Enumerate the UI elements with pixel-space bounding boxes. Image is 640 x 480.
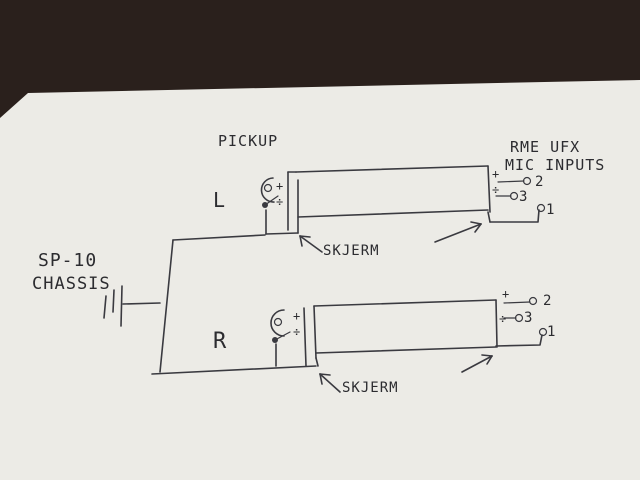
pickup-label: PICKUP — [218, 132, 278, 150]
right-xlr-pin-1: 1 — [547, 324, 556, 340]
paper-sheet — [0, 80, 640, 480]
shield-label-top: SKJERM — [323, 243, 380, 259]
right-cable — [275, 299, 498, 367]
right-cartridge: + ÷ — [270, 309, 301, 343]
left-xlr-input: + ÷ 2 3 1 — [489, 167, 555, 223]
rme-label-line2: MIC INPUTS — [505, 156, 605, 174]
left-xlr-plus: + — [492, 167, 500, 181]
shield-arrow-top — [299, 235, 323, 253]
right-xlr-pin-3: 3 — [524, 310, 533, 326]
chassis-ground-symbol — [103, 285, 161, 327]
chassis-ground-bus — [151, 234, 317, 375]
right-xlr-pin-2: 2 — [543, 293, 552, 309]
left-cartridge-minus: ÷ — [276, 195, 284, 209]
left-cartridge: + ÷ — [260, 177, 284, 209]
left-cable — [265, 165, 491, 235]
xlr-arrow-bottom — [461, 354, 493, 373]
chassis-label-line2: CHASSIS — [32, 274, 111, 294]
left-xlr-pin-2: 2 — [535, 174, 544, 190]
right-channel-label: R — [213, 329, 227, 354]
right-xlr-minus: ÷ — [499, 312, 507, 326]
right-xlr-input: + ÷ 2 3 1 — [495, 287, 556, 347]
left-channel-label: L — [213, 188, 226, 212]
xlr-arrow-top — [434, 221, 482, 243]
right-cartridge-minus: ÷ — [293, 325, 301, 339]
right-cartridge-plus: + — [293, 309, 301, 323]
chassis-label-line1: SP-10 — [38, 250, 97, 271]
left-xlr-pin-1: 1 — [546, 202, 555, 218]
left-cartridge-plus: + — [276, 179, 284, 193]
rme-label-line1: RME UFX — [510, 138, 580, 156]
left-xlr-minus: ÷ — [492, 183, 500, 197]
shield-arrow-bottom — [319, 373, 341, 393]
left-xlr-pin-3: 3 — [519, 189, 528, 205]
shield-label-bottom: SKJERM — [342, 380, 399, 396]
right-xlr-plus: + — [502, 287, 510, 301]
